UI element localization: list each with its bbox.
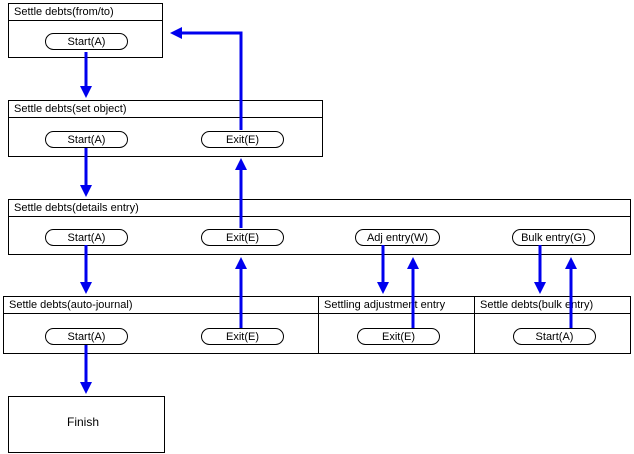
screen-title: Settle debts(auto-journal) — [4, 297, 318, 314]
start-button[interactable]: Start(A) — [45, 328, 128, 345]
adj-entry-button[interactable]: Adj entry(W) — [355, 229, 440, 246]
exit-button[interactable]: Exit(E) — [201, 131, 284, 148]
start-button[interactable]: Start(A) — [513, 328, 596, 345]
exit-button[interactable]: Exit(E) — [357, 328, 440, 345]
screen-set-object: Settle debts(set object) Start(A) Exit(E… — [8, 100, 323, 157]
exit-button[interactable]: Exit(E) — [201, 229, 284, 246]
screen-details-entry: Settle debts(details entry) Start(A) Exi… — [8, 199, 631, 255]
screen-title: Settle debts(details entry) — [9, 200, 630, 217]
exit-button[interactable]: Exit(E) — [201, 328, 284, 345]
finish-label: Finish — [67, 415, 100, 429]
start-button[interactable]: Start(A) — [45, 229, 128, 246]
screen-title: Settle debts(set object) — [9, 101, 322, 118]
screen-title: Settle debts(from/to) — [9, 4, 162, 21]
start-button[interactable]: Start(A) — [45, 131, 128, 148]
start-button[interactable]: Start(A) — [45, 33, 128, 50]
screen-title: Settling adjustment entry — [319, 297, 474, 314]
screen-auto-journal: Settle debts(auto-journal) Start(A) Exit… — [3, 296, 319, 354]
screen-settling-adjustment: Settling adjustment entry Exit(E) — [318, 296, 475, 354]
screen-bulk-entry: Settle debts(bulk entry) Start(A) — [474, 296, 631, 354]
bulk-entry-button[interactable]: Bulk entry(G) — [512, 229, 595, 246]
screen-title: Settle debts(bulk entry) — [475, 297, 630, 314]
screen-from-to: Settle debts(from/to) Start(A) — [8, 3, 163, 58]
finish-box: Finish — [8, 396, 165, 453]
